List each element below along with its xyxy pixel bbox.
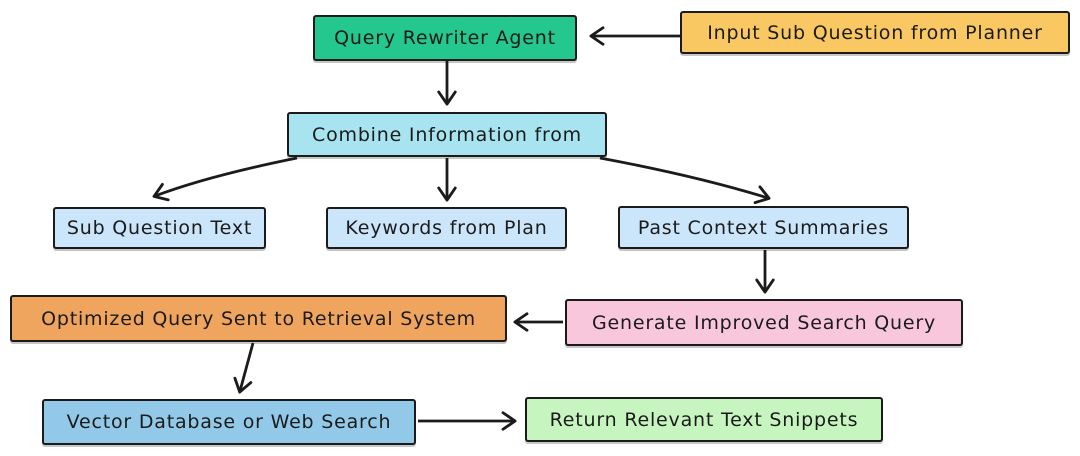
node-label: Query Rewriter Agent: [334, 27, 556, 49]
node-label: Combine Information from: [312, 123, 582, 146]
node-vector-database: Vector Database or Web Search: [42, 399, 416, 445]
node-return-snippets: Return Relevant Text Snippets: [525, 397, 883, 442]
edge-combine-to-pastcontext: [599, 156, 771, 205]
edge-combine-to-subquestion: [152, 156, 298, 202]
node-keywords-from-plan: Keywords from Plan: [326, 207, 567, 249]
node-label: Input Sub Question from Planner: [707, 21, 1043, 44]
edge-optimized-to-vector: [233, 342, 255, 394]
node-label: Optimized Query Sent to Retrieval System: [41, 307, 476, 330]
node-label: Return Relevant Text Snippets: [549, 408, 859, 431]
node-label: Past Context Summaries: [637, 216, 890, 239]
node-sub-question-text: Sub Question Text: [53, 207, 266, 249]
node-generate-improved-query: Generate Improved Search Query: [565, 299, 963, 346]
node-optimized-query: Optimized Query Sent to Retrieval System: [10, 295, 507, 342]
node-label: Generate Improved Search Query: [591, 311, 937, 334]
node-combine-information: Combine Information from: [287, 112, 607, 157]
node-input-sub-question: Input Sub Question from Planner: [680, 11, 1070, 54]
node-label: Keywords from Plan: [345, 217, 548, 239]
node-label: Vector Database or Web Search: [66, 411, 392, 433]
node-query-rewriter-agent: Query Rewriter Agent: [313, 15, 577, 61]
node-past-context-summaries: Past Context Summaries: [618, 206, 909, 249]
node-label: Sub Question Text: [66, 217, 253, 239]
